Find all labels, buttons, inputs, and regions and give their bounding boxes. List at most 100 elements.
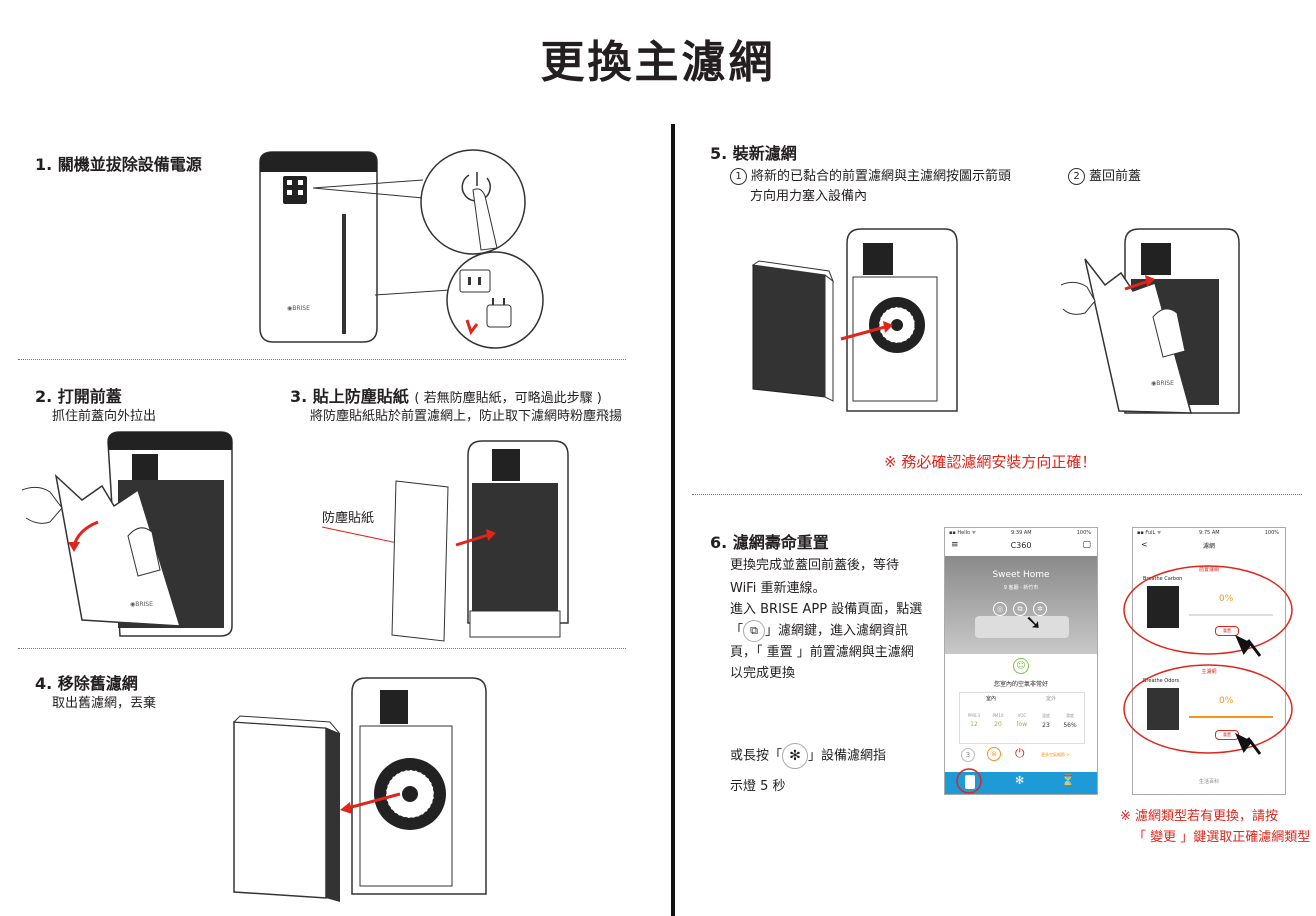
step5-item2-num: 2 [1068, 168, 1085, 185]
metric-label: PM10 [992, 713, 1004, 718]
highlight-ellipses [1123, 565, 1293, 755]
step6-p1: 更換完成並蓋回前蓋後，等待 [730, 558, 900, 573]
mode-icon[interactable]: ⊜ [987, 747, 1001, 761]
status-bar-2: ▪▪ FulL ᯤ 9:75 AM 100% [1133, 528, 1285, 538]
metric-value: 12 [970, 721, 978, 728]
step6-p4b: 」濾網鍵，進入濾網資訊 [765, 623, 909, 639]
fan-speed[interactable]: 3 [961, 748, 975, 762]
more-air-details[interactable]: 更多空氣細節 > [1041, 752, 1070, 757]
main-filter-section: 主濾網 [1201, 669, 1217, 675]
svg-text:◉BRISE: ◉BRISE [287, 305, 310, 312]
main-filter-bar [1189, 716, 1273, 718]
step5-item1-num: 1 [730, 168, 747, 185]
filter-page-title: 濾網 [1202, 543, 1215, 550]
fan-filter-icon: ✻ [782, 743, 809, 769]
step3-note: ( 若無防塵貼紙，可略過此步驟 ) [414, 391, 602, 406]
step1-illustration: ◉BRISE [259, 149, 544, 349]
step6-p7a: 或長按「 [730, 748, 783, 764]
pre-filter-reset-button[interactable]: 重置 [1215, 626, 1239, 636]
step6-p6: 以完成更換 [730, 666, 796, 681]
step6-p5: 頁，「 重置 」前置濾網與主濾網 [730, 645, 914, 660]
main-filter-percent: 0% [1219, 696, 1234, 706]
smile-icon: ☺ [1013, 658, 1029, 674]
step1-heading: 1. 關機並拔除設備電源 [35, 155, 202, 174]
highlight-nav-circle [956, 768, 982, 794]
step4-illustration [232, 677, 487, 902]
menu-icon[interactable]: ≡ [951, 540, 959, 550]
step5-item2-text: 蓋回前蓋 [1089, 169, 1142, 184]
sofa [975, 616, 1069, 638]
power-mode-icon[interactable]: ◎ [993, 602, 1007, 616]
step5-warning: ※ 務必確認濾網安裝方向正確！ [884, 453, 1097, 471]
step6-heading: 6. 濾網壽命重置 [710, 533, 829, 552]
back-button[interactable]: < [1141, 540, 1148, 549]
step3-heading: 3. 貼上防塵貼紙 ( 若無防塵貼紙，可略過此步驟 ) [290, 383, 602, 407]
step6-p7b: 」設備濾網指 [808, 748, 887, 764]
status2-time: 9:75 AM [1199, 530, 1220, 536]
metric-label: 溫度 [1042, 713, 1050, 718]
step6-note1: ※ 濾網類型若有更換，請按 [1120, 809, 1279, 824]
bottom-nav: ✻ ⏳ [945, 772, 1097, 794]
svg-text:◉BRISE: ◉BRISE [130, 601, 153, 608]
pre-filter-percent: 0% [1219, 594, 1234, 604]
step4-heading: 4. 移除舊濾網 [35, 674, 138, 693]
home-location: 9 客廳 · 新竹市 [1003, 585, 1039, 591]
step6-p8: 示燈 5 秒 [730, 779, 786, 794]
status-bar: ▪▪ Hello ᯤ 9:39 AM 100% [945, 528, 1097, 538]
step3-illustration [321, 440, 569, 642]
filter-key-icon: ⧉ [743, 620, 766, 642]
pre-filter-bar [1189, 614, 1273, 616]
tab-indoor[interactable]: 室內 [986, 696, 997, 702]
filter-icon[interactable]: ⧉ [1013, 602, 1027, 616]
cursor-arrow-icon: ➘ [1025, 610, 1042, 634]
tab-outdoor[interactable]: 室外 [1046, 696, 1057, 702]
app-screen-filter: ▪▪ FulL ᯤ 9:75 AM 100% < 濾網 前置濾網 Breathe… [1132, 527, 1286, 795]
status-battery: 100% [1076, 530, 1091, 536]
svg-text:◉BRISE: ◉BRISE [1151, 380, 1174, 387]
sticker-label: 防塵貼紙 [322, 511, 375, 526]
main-filter-name: Breathe Odors [1143, 678, 1180, 684]
step2-illustration: ◉BRISE [21, 431, 233, 637]
step5-illustration: ◉BRISE [751, 228, 1240, 414]
status2-left: ▪▪ FulL ᯤ [1137, 530, 1162, 536]
separator-1 [18, 359, 626, 360]
metric-cell: PM0.3 12 [962, 713, 986, 728]
step6-p3: 進入 BRISE APP 設備頁面，點選 [730, 602, 923, 617]
separator-2 [18, 648, 626, 649]
step6-p2: WiFi 重新連線。 [730, 581, 826, 596]
nav-filter-icon[interactable]: ⏳ [1061, 774, 1075, 787]
metric-value: 56% [1063, 722, 1077, 729]
air-quality-message: 您室內的空氣非常好 [993, 681, 1048, 688]
step3-text: 將防塵貼紙貼於前置濾網上，防止取下濾網時粉塵飛揚 [310, 409, 623, 424]
step2-heading: 2. 打開前蓋 [35, 387, 122, 406]
nav-device-icon[interactable] [965, 775, 975, 789]
step2-text: 抓住前蓋向外拉出 [52, 409, 157, 424]
device-icon[interactable]: ▢ [1082, 540, 1091, 550]
metric-label: 濕度 [1066, 713, 1074, 718]
pre-filter-image [1147, 586, 1179, 628]
nav-fan-icon[interactable]: ✻ [1015, 774, 1025, 787]
step6-p4: 「⧉」濾網鍵，進入濾網資訊 [730, 620, 908, 642]
step6-note2: 「 變更 」鍵選取正確濾網類型 [1133, 830, 1311, 845]
status2-battery: 100% [1264, 530, 1279, 536]
step6-p7: 或長按「✻」設備濾網指 [730, 743, 886, 769]
metric-value: 23 [1042, 722, 1050, 729]
metric-label: VOC [1017, 713, 1027, 718]
step3-heading-text: 3. 貼上防塵貼紙 [290, 387, 409, 406]
metric-cell: 溫度 23 [1034, 713, 1058, 729]
metric-label: PM0.3 [967, 713, 981, 718]
status-left: ▪▪ Hello ᯤ [949, 530, 977, 536]
settings-icon[interactable]: ✲ [1033, 602, 1047, 616]
step6-p4a: 「 [730, 623, 744, 639]
home-name: Sweet Home [992, 570, 1050, 580]
main-filter-image [1147, 688, 1179, 730]
step4-text: 取出舊濾網，丟棄 [52, 696, 157, 711]
pre-filter-name: Breathe Carbon [1143, 576, 1183, 582]
footer-link[interactable]: 生活百科 [1198, 779, 1219, 785]
app-screen-home: ▪▪ Hello ᯤ 9:39 AM 100% C360 ≡ ▢ Sweet H… [944, 527, 1098, 795]
power-icon[interactable]: ⏻ [1015, 746, 1025, 760]
